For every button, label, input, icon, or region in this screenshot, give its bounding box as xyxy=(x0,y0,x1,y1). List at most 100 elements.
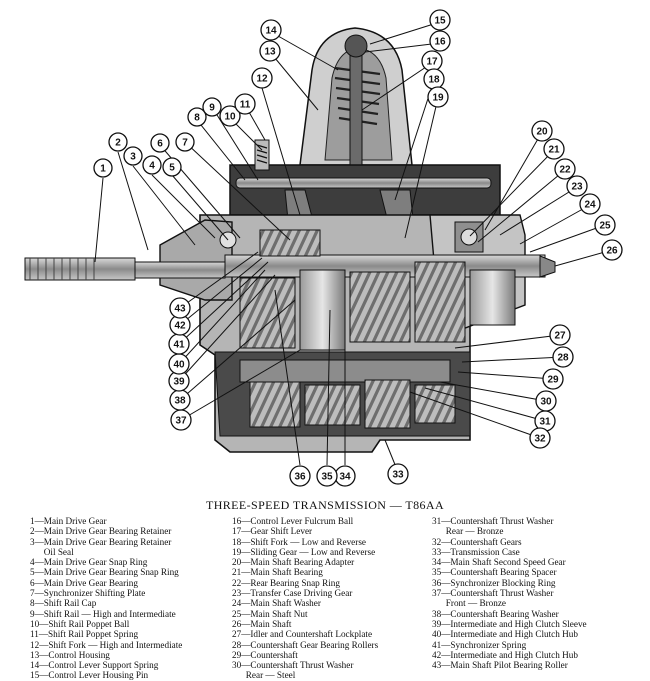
legend-entry-8: 8—Shift Rail Cap xyxy=(30,598,97,609)
svg-text:1: 1 xyxy=(100,164,106,175)
svg-text:20: 20 xyxy=(536,127,548,138)
legend-entry-30: 30—Countershaft Thrust Washer Rear — Ste… xyxy=(232,660,354,681)
callout-16: 16 xyxy=(429,30,451,52)
legend-entry-4: 4—Main Drive Gear Snap Ring xyxy=(30,557,148,568)
legend-entry-25: 25—Main Shaft Nut xyxy=(232,608,308,619)
legend-entry-10: 10—Shift Rail Poppet Ball xyxy=(30,618,130,629)
callout-8: 8 xyxy=(187,107,207,127)
legend-entry-13: 13—Control Housing xyxy=(30,649,110,660)
callout-4: 4 xyxy=(142,155,162,175)
callout-26: 26 xyxy=(601,239,623,261)
svg-text:28: 28 xyxy=(557,353,569,364)
svg-text:40: 40 xyxy=(173,360,185,371)
callout-30: 30 xyxy=(535,390,557,412)
legend-entry-16: 16—Control Lever Fulcrum Ball xyxy=(232,516,354,526)
legend-entry-36: 36—Synchronizer Blocking Ring xyxy=(432,577,556,588)
svg-text:23: 23 xyxy=(571,182,583,193)
legend-entry-35: 35—Countershaft Bearing Spacer xyxy=(432,567,557,578)
svg-text:30: 30 xyxy=(540,397,552,408)
legend-entry-27: 27—Idler and Countershaft Lockplate xyxy=(232,629,373,640)
callout-33: 33 xyxy=(387,463,409,485)
legend-entry-20: 20—Main Shaft Bearing Adapter xyxy=(232,557,355,568)
svg-text:3: 3 xyxy=(130,152,136,163)
main-shaft-gears xyxy=(239,229,516,351)
callout-25: 25 xyxy=(594,214,616,236)
svg-text:43: 43 xyxy=(174,304,186,315)
callout-35: 35 xyxy=(316,465,338,487)
callout-1: 1 xyxy=(93,158,113,178)
callout-20: 20 xyxy=(531,120,553,142)
callout-24: 24 xyxy=(579,193,601,215)
legend-entry-23: 23—Transfer Case Driving Gear xyxy=(232,588,353,599)
leader-lines xyxy=(94,21,613,473)
callout-18: 18 xyxy=(423,68,445,90)
callout-23: 23 xyxy=(566,175,588,197)
svg-text:37: 37 xyxy=(175,416,187,427)
callout-28: 28 xyxy=(552,346,574,368)
callouts: 1 2 3 4 5 6 7 8 9 10 11 12 13 14 15 16 1… xyxy=(93,9,623,487)
legend-entry-14: 14—Control Lever Support Spring xyxy=(30,660,159,671)
legend-entry-22: 22—Rear Bearing Snap Ring xyxy=(232,577,340,588)
legend-entry-39: 39—Intermediate and High Clutch Sleeve xyxy=(432,618,587,629)
svg-text:19: 19 xyxy=(432,93,444,104)
callout-12: 12 xyxy=(251,67,273,89)
legend-entry-18: 18—Shift Fork — Low and Reverse xyxy=(232,536,366,547)
svg-text:21: 21 xyxy=(548,145,560,156)
svg-text:13: 13 xyxy=(264,47,276,58)
legend-entry-42: 42—Intermediate and High Clutch Hub xyxy=(432,649,578,660)
callout-38: 38 xyxy=(169,389,191,411)
svg-text:26: 26 xyxy=(606,246,618,257)
legend-column-1: 1—Main Drive Gear 2—Main Drive Gear Bear… xyxy=(30,516,230,681)
callout-22: 22 xyxy=(554,158,576,180)
callout-13: 13 xyxy=(259,40,281,62)
callout-29: 29 xyxy=(542,368,564,390)
callout-11: 11 xyxy=(234,93,256,115)
svg-text:12: 12 xyxy=(256,74,268,85)
callout-2: 2 xyxy=(108,132,128,152)
svg-text:42: 42 xyxy=(174,321,186,332)
legend-entry-19: 19—Sliding Gear — Low and Reverse xyxy=(232,546,376,557)
legend-entry-5: 5—Main Drive Gear Bearing Snap Ring xyxy=(30,567,179,578)
svg-text:31: 31 xyxy=(539,417,551,428)
svg-text:18: 18 xyxy=(428,75,440,86)
svg-text:35: 35 xyxy=(321,472,333,483)
svg-text:7: 7 xyxy=(182,138,188,149)
svg-text:5: 5 xyxy=(169,163,175,174)
legend-entry-38: 38—Countershaft Bearing Washer xyxy=(432,608,559,619)
svg-text:8: 8 xyxy=(194,113,200,124)
svg-text:22: 22 xyxy=(559,165,571,176)
legend-entry-43: 43—Main Shaft Pilot Bearing Roller xyxy=(432,660,568,671)
callout-10: 10 xyxy=(219,105,241,127)
legend-entry-7: 7—Synchronizer Shifting Plate xyxy=(30,588,146,599)
svg-text:32: 32 xyxy=(534,434,546,445)
svg-text:36: 36 xyxy=(294,472,306,483)
legend-entry-26: 26—Main Shaft xyxy=(232,618,292,629)
callout-3: 3 xyxy=(123,146,143,166)
callout-5: 5 xyxy=(162,157,182,177)
svg-text:6: 6 xyxy=(157,139,163,150)
legend-entry-31: 31—Countershaft Thrust Washer Rear — Bro… xyxy=(432,516,554,537)
legend-entry-34: 34—Main Shaft Second Speed Gear xyxy=(432,557,566,568)
svg-text:25: 25 xyxy=(599,221,611,232)
svg-text:4: 4 xyxy=(149,161,155,172)
callout-6: 6 xyxy=(150,133,170,153)
shift-rail xyxy=(235,177,492,189)
legend-entry-24: 24—Main Shaft Washer xyxy=(232,598,321,609)
svg-text:9: 9 xyxy=(209,103,215,114)
svg-text:2: 2 xyxy=(115,138,121,149)
callout-15: 15 xyxy=(429,9,451,31)
legend-entry-3: 3—Main Drive Gear Bearing Retainer Oil S… xyxy=(30,536,172,557)
svg-text:39: 39 xyxy=(173,377,185,388)
callout-17: 17 xyxy=(421,50,443,72)
legend-entry-9: 9—Shift Rail — High and Intermediate xyxy=(30,608,176,619)
legend-entry-6: 6—Main Drive Gear Bearing xyxy=(30,577,138,588)
svg-text:27: 27 xyxy=(554,331,566,342)
callout-32: 32 xyxy=(529,427,551,449)
callout-9: 9 xyxy=(202,97,222,117)
callout-43: 43 xyxy=(169,297,191,319)
callout-21: 21 xyxy=(543,138,565,160)
svg-text:15: 15 xyxy=(434,16,446,27)
callout-34: 34 xyxy=(334,465,356,487)
svg-text:29: 29 xyxy=(547,375,559,386)
svg-text:41: 41 xyxy=(173,340,185,351)
